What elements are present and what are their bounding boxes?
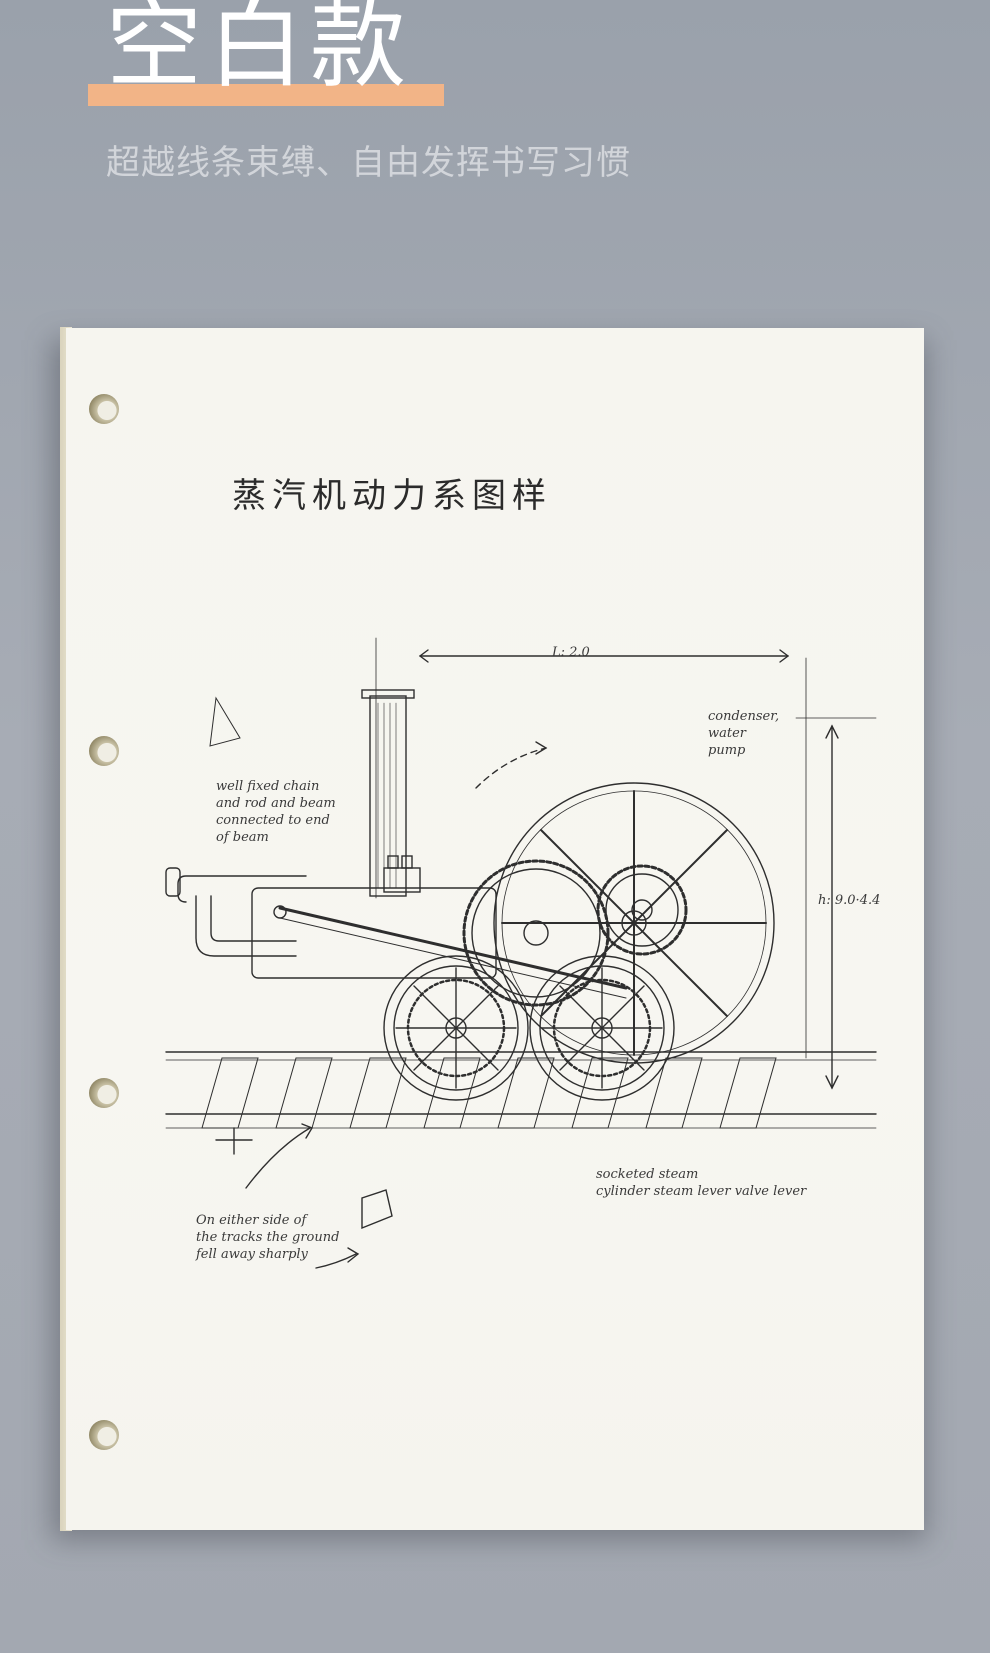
note-cylinder: socketed steam cylinder steam lever valv… (596, 1167, 807, 1199)
loose-leaf-paper (66, 328, 924, 1530)
page-subtitle: 超越线条束缚、自由发挥书写习惯 (106, 143, 631, 183)
binder-hole (89, 1420, 119, 1450)
note-ground: On either side of the tracks the ground … (196, 1213, 340, 1262)
page-title: 空白款 (106, 0, 412, 101)
drawing-title: 蒸汽机动力系图样 (232, 476, 552, 516)
dimension-height: h: 9.0·4.4 (818, 893, 881, 908)
note-chain: well fixed chain and rod and beam connec… (216, 779, 336, 845)
title-underline (88, 84, 444, 106)
steam-engine-sketch (165, 637, 877, 1269)
binder-hole (89, 1078, 119, 1108)
dimension-length: L: 2.0 (552, 645, 590, 660)
binder-hole (89, 394, 119, 424)
binder-hole (89, 736, 119, 766)
note-condenser: condenser, water pump (708, 709, 780, 758)
